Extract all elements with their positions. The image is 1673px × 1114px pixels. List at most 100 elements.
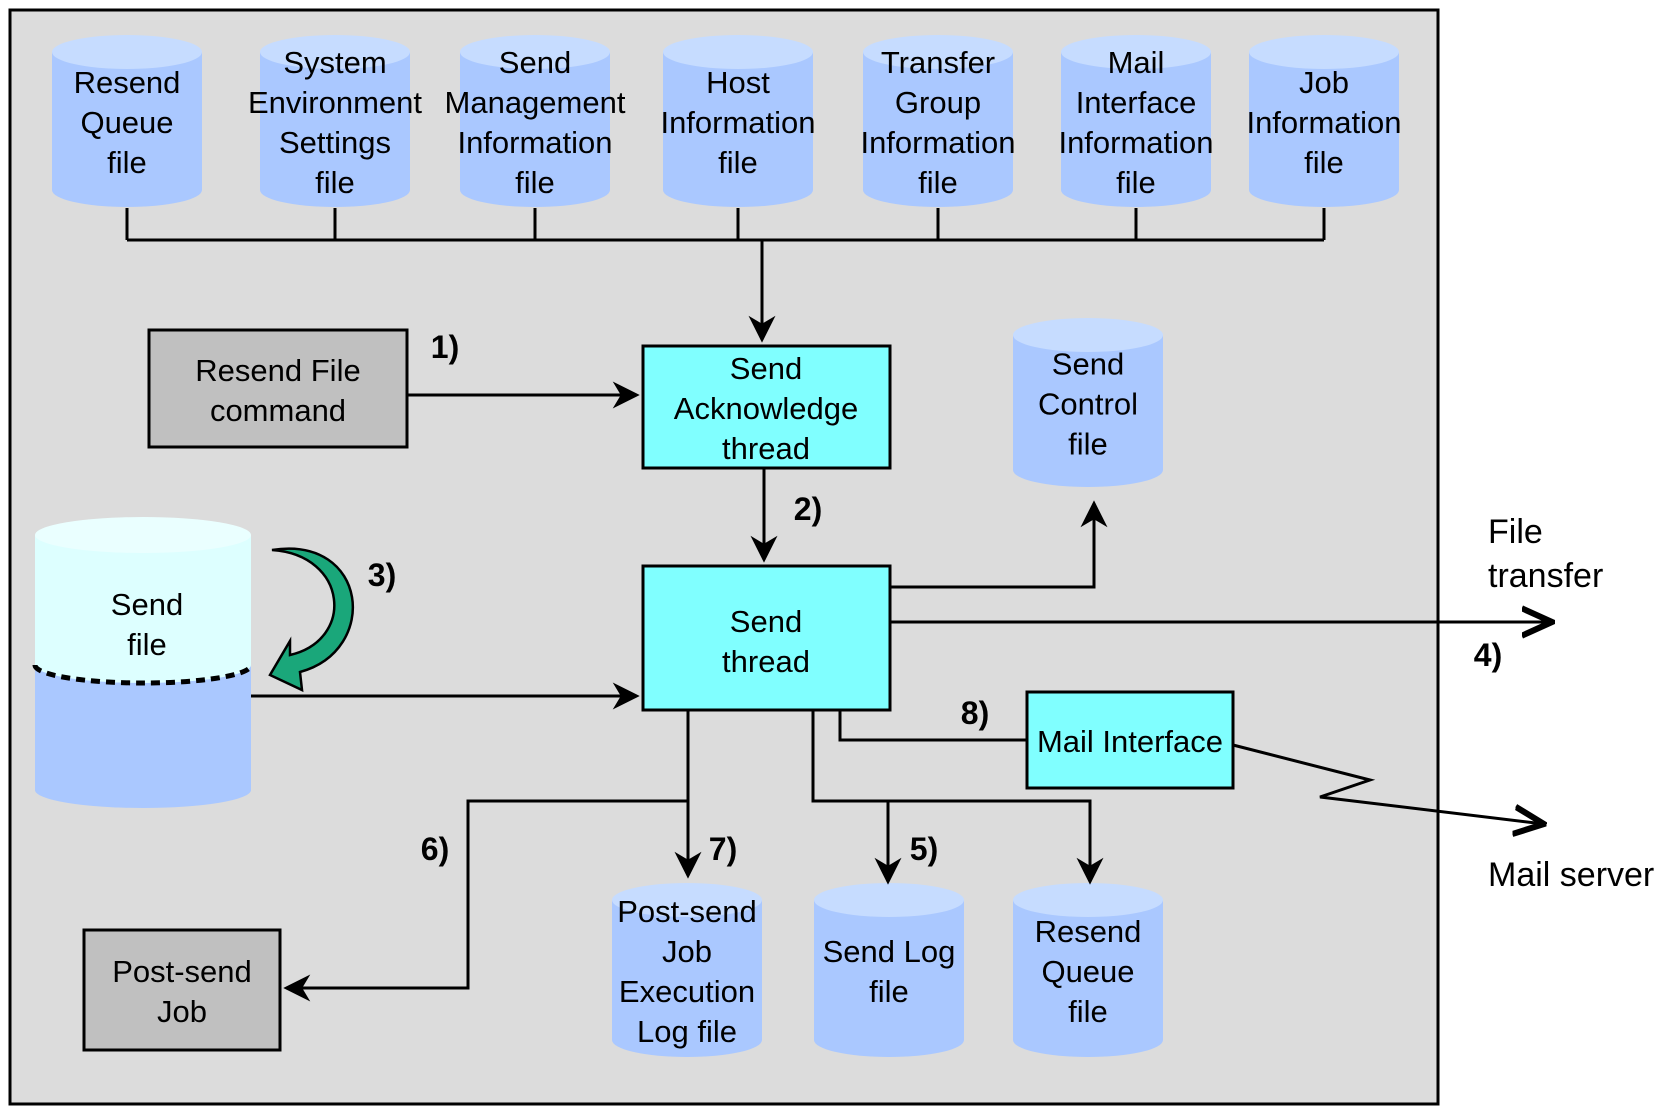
text-line: command: [210, 393, 346, 428]
text-line: System: [283, 45, 386, 80]
text-line: Send: [730, 604, 802, 639]
step-label: 5): [910, 831, 938, 867]
text-line: Send: [1052, 347, 1124, 382]
step-label: 3): [368, 557, 396, 593]
step-labels: 1) 2) 3) 4) 5) 6) 7) 8): [368, 329, 1502, 867]
text-line: Acknowledge: [674, 391, 858, 426]
text-line: file: [1068, 427, 1108, 462]
text-line: file: [869, 974, 909, 1009]
text-line: Job: [1299, 65, 1349, 100]
text-line: thread: [722, 431, 810, 466]
svg-text:Mail Interface: Mail Interface: [1037, 724, 1223, 759]
text-line: transfer: [1488, 557, 1603, 595]
mail-interface-box: Mail Interface: [1025, 690, 1235, 790]
text-line: file: [107, 145, 147, 180]
file-transfer-label: File transfer: [1488, 513, 1603, 595]
text-line: Mail: [1108, 45, 1165, 80]
text-line: Management: [445, 85, 626, 120]
resend-file-command-box: Resend File command: [147, 328, 409, 449]
text-line: Execution: [619, 974, 755, 1009]
step-label: 4): [1474, 637, 1502, 673]
text-line: file: [1068, 994, 1108, 1029]
text-line: Queue: [1041, 954, 1134, 989]
step-label: 2): [794, 491, 822, 527]
rotate-arrow-icon: [268, 547, 355, 693]
text-line: Host: [706, 65, 770, 100]
send-file-label: Send file: [111, 587, 183, 662]
text-line: Group: [895, 85, 981, 120]
text-line: Resend: [74, 65, 181, 100]
text-line: Job: [157, 994, 207, 1029]
send-file-cylinder: Send file: [32, 517, 254, 808]
text-line: Post-send: [112, 954, 252, 989]
text-line: file: [127, 627, 167, 662]
text-line: file: [515, 165, 555, 200]
text-line: Send Log: [823, 934, 956, 969]
text-line: Interface: [1076, 85, 1197, 120]
text-line: Resend: [1035, 914, 1142, 949]
text-line: Send: [499, 45, 571, 80]
step-label: 7): [709, 831, 737, 867]
step-label: 6): [421, 831, 449, 867]
text-line: Post-send: [617, 894, 757, 929]
text-line: Send: [111, 587, 183, 622]
text-line: file: [718, 145, 758, 180]
top-bus-connectors: [125, 208, 1326, 343]
text-line: Control: [1038, 387, 1138, 422]
text-line: Mail Interface: [1037, 724, 1223, 759]
text-line: Resend File: [195, 353, 360, 388]
text-line: Log file: [637, 1014, 737, 1049]
text-line: Environment: [248, 85, 422, 120]
text-line: Information: [660, 105, 815, 140]
text-line: thread: [722, 644, 810, 679]
text-line: Information: [860, 125, 1015, 160]
text-line: Job: [662, 934, 712, 969]
text-line: Information: [457, 125, 612, 160]
step-label: 1): [431, 329, 459, 365]
text-line: File: [1488, 513, 1543, 551]
text-line: file: [1304, 145, 1344, 180]
step-label: 8): [961, 695, 989, 731]
text-line: Information: [1058, 125, 1213, 160]
send-log-file-label: Send Log file: [823, 934, 956, 1009]
text-line: file: [315, 165, 355, 200]
text-line: file: [918, 165, 958, 200]
send-log-file: Send Log file: [814, 883, 964, 1057]
text-line: Transfer: [881, 45, 995, 80]
send-thread-box: Send thread: [641, 564, 892, 712]
text-line: Queue: [80, 105, 173, 140]
text-line: Information: [1246, 105, 1401, 140]
text-line: file: [1116, 165, 1156, 200]
text-line: Send: [730, 351, 802, 386]
mail-server-label: Mail server: [1488, 856, 1654, 894]
flow-arrows: [251, 381, 1552, 1002]
text-line: Settings: [279, 125, 391, 160]
